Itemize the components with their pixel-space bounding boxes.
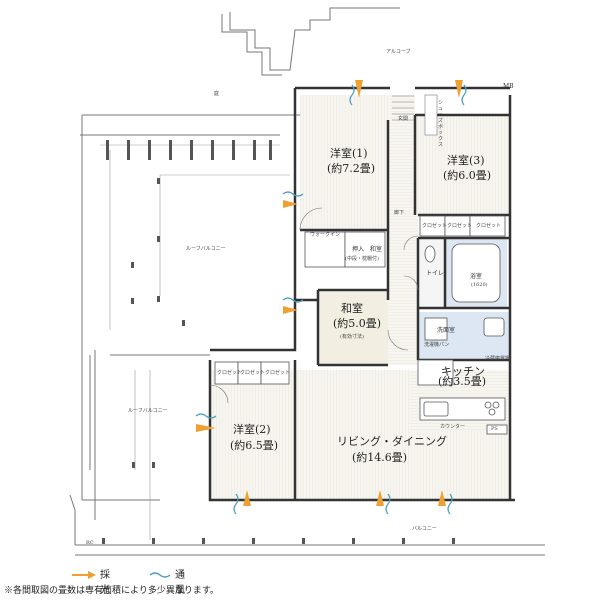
room-size-japanese: (約5.0畳) [333, 317, 382, 330]
wind-waves [195, 84, 467, 515]
room-bath: 浴室 [470, 273, 483, 280]
closets [214, 215, 506, 386]
room-name-living: リビング・ダイニング [337, 435, 447, 448]
label-walkin: ウォークイン [310, 232, 341, 238]
kitchen-counter [419, 397, 508, 435]
room-name-japanese: 和室 [341, 302, 363, 315]
label-shoes: シューズボックス [438, 100, 444, 148]
room-name-western2: 洋室(2) [233, 423, 271, 436]
room-size-western1: (約7.2畳) [327, 162, 376, 175]
label-closet-w3-c: クロゼット [476, 223, 502, 229]
bathtub [451, 243, 501, 303]
label-alcove: アルコーブ [386, 49, 411, 55]
label-mb: MB [503, 83, 514, 90]
room-washroom: 洗面室 [437, 327, 456, 334]
label-roof-balcony-2: ルーフバルコニー [128, 408, 168, 414]
room-size-western3: (約6.0畳) [443, 169, 492, 182]
label-closet-w2-c: クロゼット [265, 370, 291, 376]
room-note-japanese: (有効寸法) [340, 334, 364, 340]
legend-light: 採光 [100, 570, 110, 596]
room-bath-note: (1620) [471, 282, 488, 288]
footnote: ※各間取図の畳数は専有面積により多少異なります。 [4, 586, 219, 596]
room-size-kitchen: (約3.5畳) [438, 375, 487, 388]
label-wm: 洗濯機パン [424, 342, 450, 348]
legend-wind: 通風 [175, 570, 185, 596]
railing-posts [102, 140, 455, 544]
door-swings [209, 207, 419, 404]
room-storage2: 和室 [370, 246, 383, 253]
room-name-kitchen: キッチン [441, 365, 485, 378]
label-counter: カウンター [440, 424, 466, 430]
label-balcony: バルコニー [412, 526, 437, 532]
walls [208, 86, 515, 502]
entrance-steps [392, 94, 438, 136]
room-size-western2: (約6.5畳) [230, 439, 279, 452]
roof-balcony-outline [69, 7, 545, 556]
room-toilet: トイレ [426, 270, 445, 277]
room-entrance: 玄関 [398, 116, 409, 122]
light-arrows [196, 80, 463, 506]
label-fridge: 冷蔵庫置場 [485, 356, 511, 362]
legend-symbols [72, 571, 171, 579]
label-closet-w2-a: クロゼット [217, 370, 243, 376]
label-ps: PS [491, 426, 498, 432]
room-name-western3: 洋室(3) [447, 154, 485, 167]
label-closet-w3-b: クロゼット [447, 223, 473, 229]
label-roof-balcony-1: ルーフバルコニー [186, 246, 226, 252]
room-size-living: (約14.6畳) [352, 451, 408, 464]
room-storage: 押入 [352, 246, 365, 253]
room-name-western1: 洋室(1) [330, 147, 368, 160]
label-roof-top: 庭 [214, 91, 220, 97]
room-storage-note: (中段・枕棚付) [345, 256, 379, 262]
label-corner: RC [86, 540, 94, 546]
room-hallway: 廊下 [394, 210, 405, 216]
toilet [424, 245, 505, 341]
label-closet-w3-a: クロゼット [422, 223, 448, 229]
label-closet-w2-b: クロゼット [240, 370, 266, 376]
